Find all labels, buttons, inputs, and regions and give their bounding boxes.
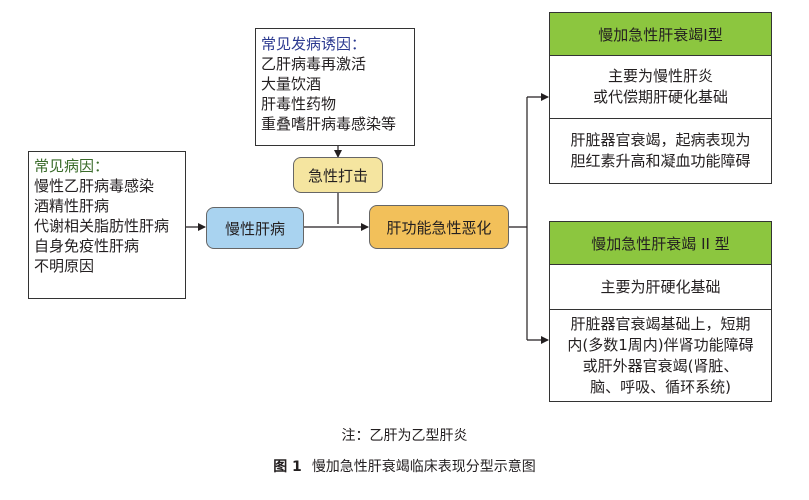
common-triggers-box: 常见发病诱因： 乙肝病毒再激活 大量饮酒 肝毒性药物 重叠嗜肝病毒感染等 bbox=[255, 28, 415, 146]
type2-manifestation-line: 或肝外器官衰竭(肾脏、 bbox=[582, 357, 739, 375]
cause-item: 酒精性肝病 bbox=[34, 197, 110, 215]
trigger-item: 大量饮酒 bbox=[261, 75, 322, 93]
type2-basis: 主要为肝硬化基础 bbox=[550, 265, 771, 309]
type1-manifestation: 肝脏器官衰竭，起病表现为 胆红素升高和凝血功能障碍 bbox=[550, 118, 771, 183]
chronic-liver-disease-label: 慢性肝病 bbox=[224, 219, 285, 238]
type2-manifestation-line: 内(多数1周内)伴肾功能障碍 bbox=[567, 336, 754, 354]
cause-item: 不明原因 bbox=[34, 257, 95, 275]
acute-deterioration-box: 肝功能急性恶化 bbox=[369, 205, 509, 249]
cause-item: 代谢相关脂肪性肝病 bbox=[34, 217, 170, 235]
footnote-text: 注：乙肝为乙型肝炎 bbox=[341, 428, 468, 444]
footnote: 注：乙肝为乙型肝炎 bbox=[0, 425, 809, 445]
acute-insult-box: 急性打击 bbox=[293, 157, 383, 193]
type1-title-text: 慢加急性肝衰竭I型 bbox=[598, 25, 723, 44]
type2-title: 慢加急性肝衰竭 II 型 bbox=[550, 222, 771, 265]
type1-card: 慢加急性肝衰竭I型 主要为慢性肝炎 或代偿期肝硬化基础 肝脏器官衰竭，起病表现为… bbox=[549, 12, 772, 184]
common-causes-heading: 常见病因： bbox=[34, 157, 110, 175]
type2-basis-line: 主要为肝硬化基础 bbox=[600, 277, 721, 296]
type2-manifestation: 肝脏器官衰竭基础上，短期 内(多数1周内)伴肾功能障碍 或肝外器官衰竭(肾脏、 … bbox=[550, 309, 771, 402]
common-triggers-heading: 常见发病诱因： bbox=[261, 35, 367, 53]
trigger-item: 肝毒性药物 bbox=[261, 95, 337, 113]
type1-manifestation-line: 肝脏器官衰竭，起病表现为 bbox=[570, 131, 751, 149]
figure-caption: 图 1 慢加急性肝衰竭临床表现分型示意图 bbox=[0, 456, 809, 476]
type1-basis-line: 或代偿期肝硬化基础 bbox=[592, 88, 728, 106]
trigger-item: 乙肝病毒再激活 bbox=[261, 55, 367, 73]
cause-item: 慢性乙肝病毒感染 bbox=[34, 177, 155, 195]
type2-title-text: 慢加急性肝衰竭 II 型 bbox=[591, 234, 730, 253]
type1-basis-line: 主要为慢性肝炎 bbox=[607, 67, 713, 85]
type2-manifestation-line: 肝脏器官衰竭基础上，短期 bbox=[570, 315, 751, 333]
trigger-item: 重叠嗜肝病毒感染等 bbox=[261, 115, 397, 133]
acute-insult-label: 急性打击 bbox=[307, 166, 368, 185]
figure-title: 慢加急性肝衰竭临床表现分型示意图 bbox=[311, 459, 536, 475]
figure-label: 图 1 bbox=[273, 459, 302, 475]
type2-manifestation-line: 脑、呼吸、循环系统) bbox=[590, 378, 731, 396]
common-causes-box: 常见病因： 慢性乙肝病毒感染 酒精性肝病 代谢相关脂肪性肝病 自身免疫性肝病 不… bbox=[28, 151, 186, 299]
acute-deterioration-label: 肝功能急性恶化 bbox=[386, 218, 492, 237]
type1-manifestation-line: 胆红素升高和凝血功能障碍 bbox=[570, 152, 751, 170]
type1-title: 慢加急性肝衰竭I型 bbox=[550, 13, 771, 56]
type2-card: 慢加急性肝衰竭 II 型 主要为肝硬化基础 肝脏器官衰竭基础上，短期 内(多数1… bbox=[549, 221, 772, 402]
type1-basis: 主要为慢性肝炎 或代偿期肝硬化基础 bbox=[550, 56, 771, 118]
cause-item: 自身免疫性肝病 bbox=[34, 237, 140, 255]
chronic-liver-disease-box: 慢性肝病 bbox=[206, 207, 304, 249]
